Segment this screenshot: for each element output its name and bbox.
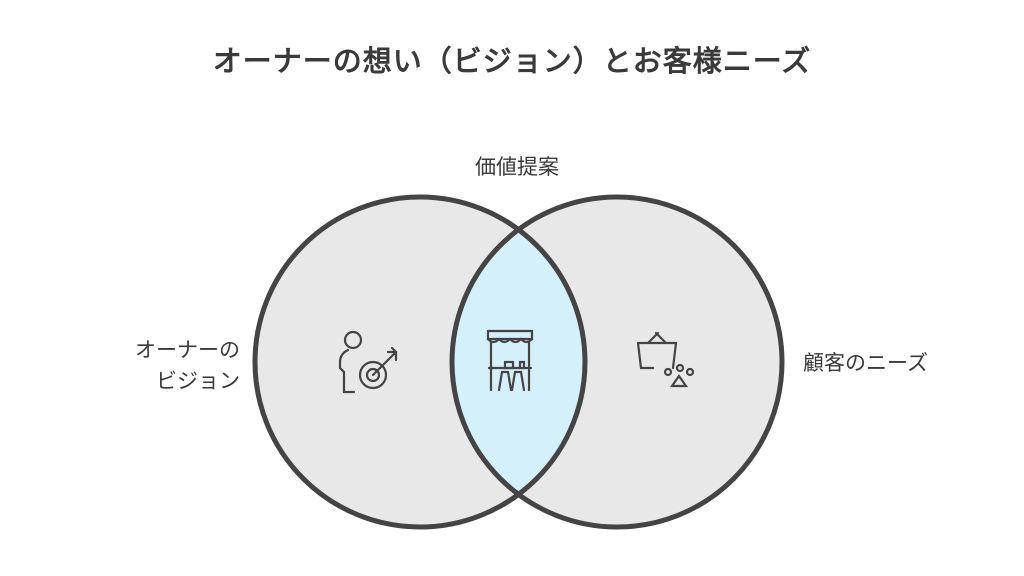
intersection-label: 価値提案 (475, 155, 559, 179)
right-circle (449, 194, 785, 530)
left-label-line1: オーナーの (135, 338, 240, 362)
intersection-fill (452, 197, 585, 527)
diagram-title: オーナーの想い（ビジョン）とお客様ニーズ (212, 44, 812, 78)
market-stall-icon (486, 329, 534, 392)
left-circle (252, 194, 588, 530)
person-target-icon (338, 330, 398, 394)
left-label-line2: ビジョン (156, 369, 240, 393)
left-label: オーナーの ビジョン (80, 335, 240, 397)
basket-icon (636, 331, 695, 388)
right-label: 顧客のニーズ (803, 351, 928, 375)
